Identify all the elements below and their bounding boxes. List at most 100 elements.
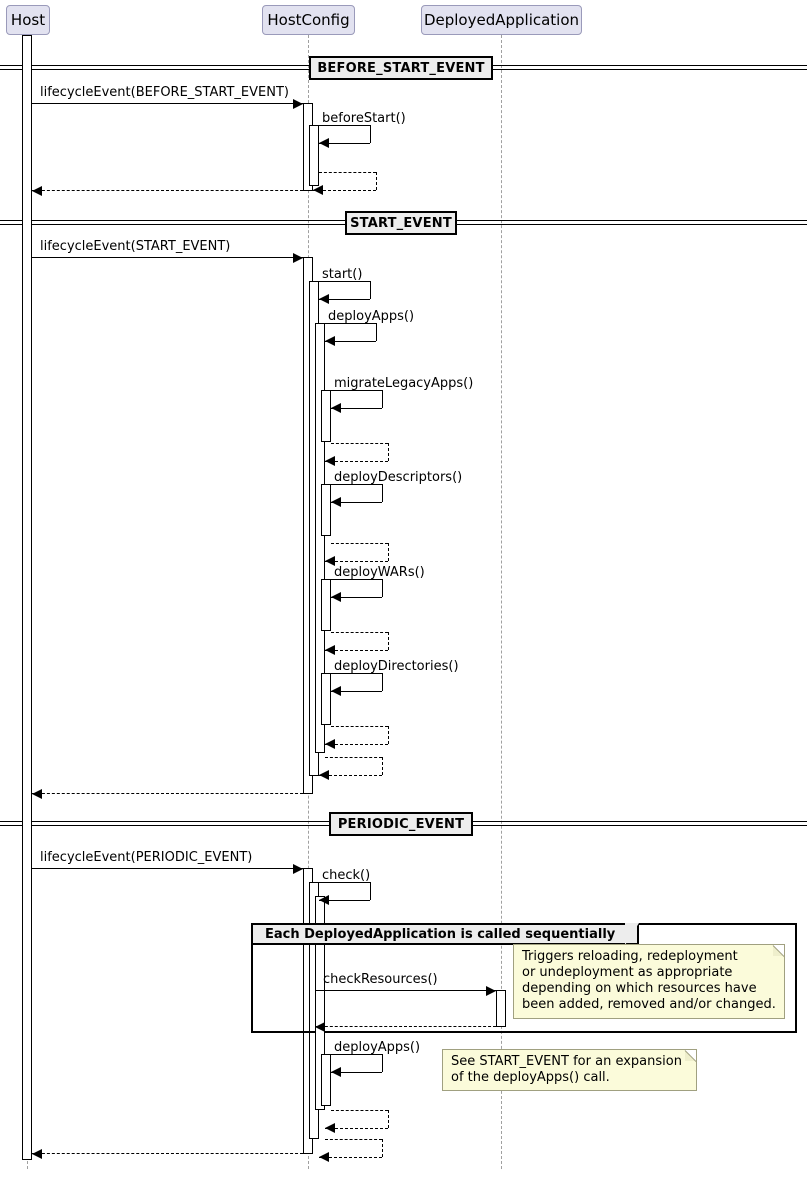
self-message-m14 (325, 673, 383, 692)
self-message-side-m8 (382, 390, 383, 408)
message-arrowhead-m18 (293, 864, 303, 874)
self-message-m23 (325, 1110, 389, 1129)
self-message-arrowhead-m7 (325, 336, 335, 346)
participant-host[interactable]: Host (6, 5, 50, 35)
lifeline-app (501, 35, 502, 1169)
self-message-top-m7 (319, 323, 376, 324)
self-message-m12 (325, 579, 383, 598)
self-message-arrowhead-m11 (325, 556, 335, 566)
self-message-side-m2 (370, 125, 371, 143)
message-label-m18: lifecycleEvent(PERIODIC_EVENT) (40, 850, 253, 865)
self-message-side-m13 (388, 632, 389, 650)
self-message-top-m15 (331, 726, 388, 727)
self-message-top-m11 (331, 543, 388, 544)
self-message-arrowhead-m16 (319, 770, 329, 780)
self-message-arrowhead-m8 (331, 403, 341, 413)
self-message-m16 (319, 757, 383, 776)
message-arrowhead-m21 (315, 1022, 325, 1032)
self-message-side-m3 (376, 172, 377, 190)
message-line-m18 (32, 868, 303, 869)
self-message-side-m16 (382, 757, 383, 775)
self-message-label-m8: migrateLegacyApps() (334, 376, 474, 391)
self-message-side-m7 (376, 323, 377, 341)
message-line-m4 (32, 190, 303, 191)
self-message-arrowhead-m14 (331, 686, 341, 696)
self-message-bottom-m10 (331, 502, 382, 503)
self-message-m11 (325, 543, 389, 562)
self-message-bottom-m8 (331, 408, 382, 409)
self-message-m3 (313, 172, 377, 191)
self-message-label-m10: deployDescriptors() (334, 470, 463, 485)
message-line-m5 (32, 257, 303, 258)
self-message-m9 (325, 443, 389, 462)
self-message-arrowhead-m3 (313, 185, 323, 195)
message-line-m25 (32, 1153, 303, 1154)
self-message-label-m19: check() (322, 868, 371, 883)
self-message-top-m12 (325, 579, 382, 580)
self-message-side-m11 (388, 543, 389, 561)
self-message-arrowhead-m24 (319, 1152, 329, 1162)
self-message-bottom-m12 (331, 597, 382, 598)
self-message-m19 (313, 882, 371, 901)
self-message-bottom-m11 (325, 561, 388, 562)
note-note-check-resources: Triggers reloading, redeployment or unde… (513, 944, 785, 1019)
self-message-arrowhead-m6 (319, 294, 329, 304)
self-message-arrowhead-m12 (331, 592, 341, 602)
self-message-bottom-m24 (319, 1157, 382, 1158)
self-message-label-m12: deployWARs() (334, 565, 425, 580)
self-message-top-m6 (313, 281, 370, 282)
divider-label-periodic: PERIODIC_EVENT (329, 812, 473, 836)
self-message-m10 (325, 484, 383, 503)
self-message-top-m3 (319, 172, 376, 173)
note-note-deploy-apps: See START_EVENT for an expansion of the … (442, 1049, 697, 1091)
self-message-bottom-m19 (319, 900, 370, 901)
message-arrowhead-m17 (32, 789, 42, 799)
self-message-side-m24 (382, 1139, 383, 1157)
self-message-side-m9 (388, 443, 389, 461)
activation-bar-act-host (22, 35, 32, 1160)
self-message-m8 (325, 390, 383, 409)
self-message-top-m22 (325, 1054, 382, 1055)
self-message-top-m23 (331, 1110, 388, 1111)
self-message-side-m19 (370, 882, 371, 900)
self-message-bottom-m22 (331, 1072, 382, 1073)
self-message-label-m2: beforeStart() (322, 111, 406, 126)
note-fold-corner-note-check-resources (773, 945, 784, 956)
self-message-side-m15 (388, 726, 389, 744)
self-message-bottom-m2 (319, 143, 370, 144)
message-line-m1 (32, 103, 303, 104)
self-message-side-m22 (382, 1054, 383, 1072)
participant-app[interactable]: DeployedApplication (421, 5, 582, 35)
message-arrowhead-m5 (293, 253, 303, 263)
self-message-side-m10 (382, 484, 383, 502)
self-message-label-m7: deployApps() (328, 309, 415, 324)
message-label-m5: lifecycleEvent(START_EVENT) (40, 239, 231, 254)
message-arrowhead-m25 (32, 1149, 42, 1159)
self-message-side-m23 (388, 1110, 389, 1128)
self-message-top-m19 (313, 882, 370, 883)
self-message-top-m2 (313, 125, 370, 126)
message-line-m21 (315, 1026, 496, 1027)
self-message-top-m13 (331, 632, 388, 633)
self-message-m2 (313, 125, 371, 144)
self-message-arrowhead-m15 (325, 739, 335, 749)
self-message-label-m14: deployDirectories() (334, 659, 459, 674)
self-message-label-m6: start() (322, 267, 363, 282)
self-message-m7 (319, 323, 377, 342)
self-message-arrowhead-m2 (319, 138, 329, 148)
self-message-m22 (325, 1054, 383, 1073)
self-message-side-m14 (382, 673, 383, 691)
self-message-bottom-m14 (331, 691, 382, 692)
group-label-each-deployed-app: Each DeployedApplication is called seque… (251, 923, 639, 945)
message-line-m20 (315, 990, 496, 991)
self-message-top-m8 (325, 390, 382, 391)
self-message-bottom-m3 (313, 190, 376, 191)
group-tab-notch-each-deployed-app (625, 923, 639, 945)
participant-config[interactable]: HostConfig (262, 5, 355, 35)
self-message-arrowhead-m23 (325, 1123, 335, 1133)
self-message-m24 (319, 1139, 383, 1158)
self-message-top-m24 (325, 1139, 382, 1140)
self-message-bottom-m7 (325, 341, 376, 342)
self-message-m15 (325, 726, 389, 745)
divider-label-before-start: BEFORE_START_EVENT (309, 56, 493, 80)
